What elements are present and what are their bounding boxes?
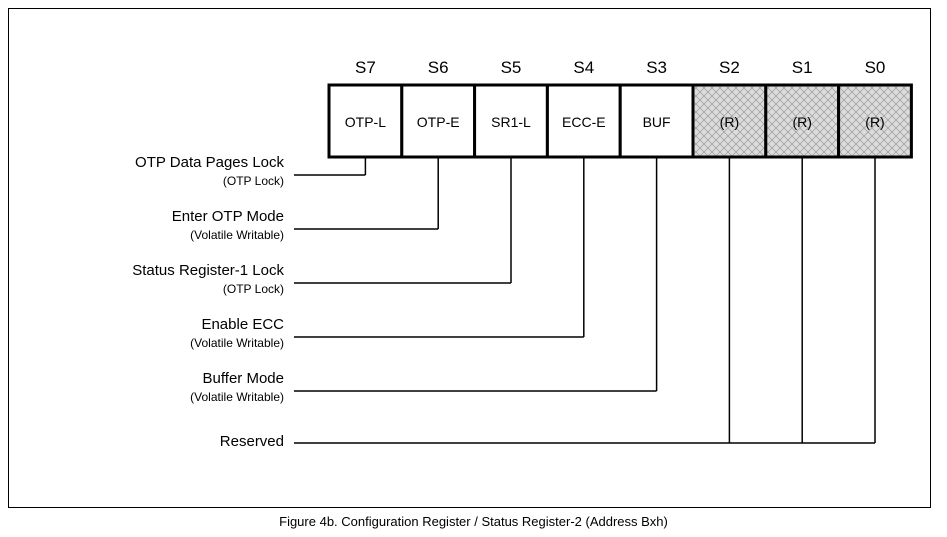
bit-label-s2: (R) [720,114,739,130]
bit-label-s4: ECC-E [562,114,606,130]
field-access-type: (Volatile Writable) [190,390,284,404]
bit-id-s2: S2 [719,58,740,77]
field-access-type: (Volatile Writable) [190,228,284,242]
bit-cell-s0: (R) S0 [837,58,913,159]
field-desc-3: Enable ECC (Volatile Writable) [190,316,284,350]
bit-label-s0: (R) [865,114,884,130]
bit-cell-s7: OTP-L S7 [327,58,404,159]
field-desc-2: Status Register-1 Lock (OTP Lock) [132,262,284,296]
bit-id-s1: S1 [792,58,813,77]
field-desc-1: Enter OTP Mode (Volatile Writable) [172,208,284,242]
field-access-type: (OTP Lock) [223,174,284,188]
bit-label-s6: OTP-E [417,114,460,130]
bit-cell-s1: (R) S1 [764,58,841,159]
field-name: Buffer Mode [203,370,284,387]
field-access-type: (OTP Lock) [223,282,284,296]
bit-id-s4: S4 [573,58,594,77]
bit-id-s3: S3 [646,58,667,77]
figure-caption: Figure 4b. Configuration Register / Stat… [279,514,668,529]
bit-box-s7 [327,83,404,159]
bit-box-s0 [837,83,913,159]
bit-id-s5: S5 [501,58,522,77]
bit-box-s2 [691,83,768,159]
field-desc-4: Buffer Mode (Volatile Writable) [190,370,284,404]
bit-cell-s6: OTP-E S6 [400,58,477,159]
bit-label-s1: (R) [792,114,811,130]
bit-cell-s3: BUF S3 [618,58,695,159]
bit-id-s7: S7 [355,58,376,77]
figure-frame [8,8,931,508]
register-diagram: OTP-LS7OTP-ES6SR1-LS5ECC-ES4BUFS3(R)S2(R… [132,58,913,450]
field-access-type: (Volatile Writable) [190,336,284,350]
bit-label-s7: OTP-L [345,114,386,130]
field-name: Enter OTP Mode [172,208,284,225]
bit-id-s6: S6 [428,58,449,77]
bit-box-s3 [618,83,695,159]
field-name: Enable ECC [201,316,284,333]
bit-box-s6 [400,83,477,159]
bit-id-s0: S0 [865,58,886,77]
field-name: Reserved [220,433,284,450]
field-desc-0: OTP Data Pages Lock (OTP Lock) [135,154,284,188]
bit-label-s3: BUF [643,114,671,130]
bit-cell-s4: ECC-E S4 [545,58,622,159]
bit-label-s5: SR1-L [491,114,531,130]
bit-box-s1 [764,83,841,159]
bit-cell-s2: (R) S2 [691,58,768,159]
bit-box-s4 [545,83,622,159]
field-name: OTP Data Pages Lock [135,154,284,171]
bit-cell-s5: SR1-L S5 [473,58,549,159]
field-desc-5: Reserved [220,433,284,450]
field-name: Status Register-1 Lock [132,262,284,279]
